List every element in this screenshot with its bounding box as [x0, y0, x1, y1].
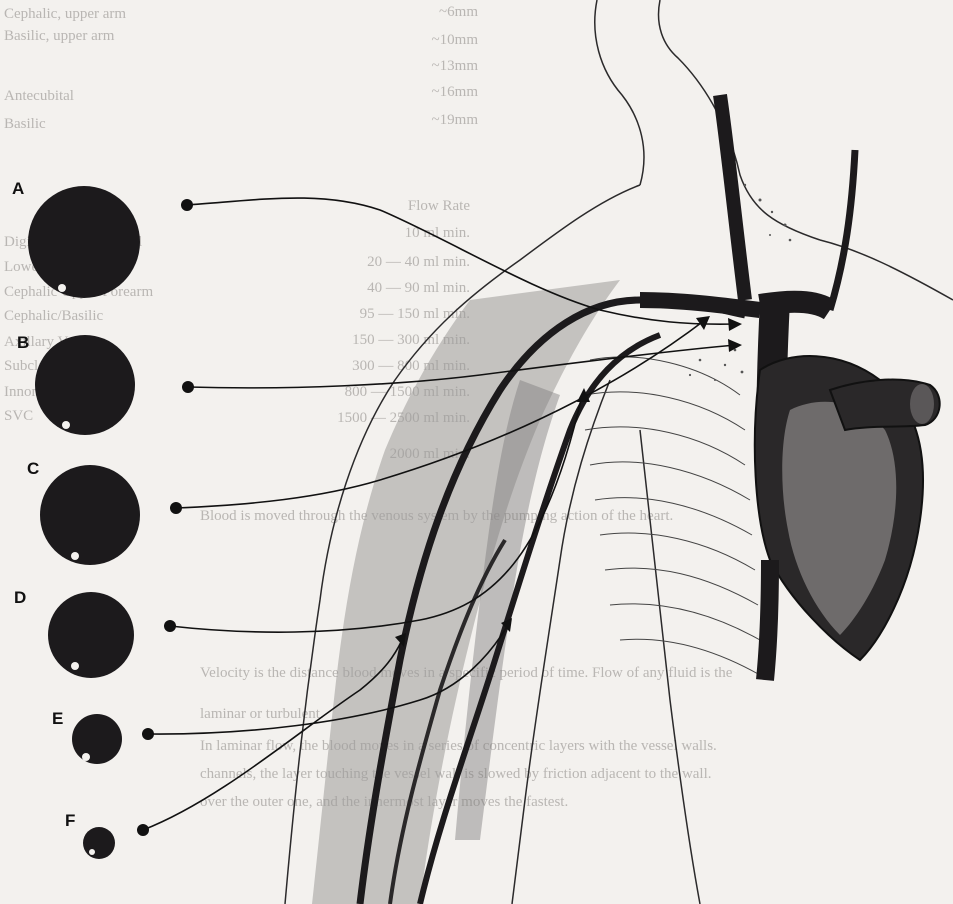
bg-paragraph: Velocity is the distance blood moves in … [200, 665, 733, 681]
bg-row-label: SVC [4, 408, 33, 424]
vessel-a: A [12, 179, 140, 298]
bg-flow-rate: 95 — 150 ml min. [360, 306, 470, 322]
vessel-circle-d [48, 592, 134, 678]
leader-dot-f [137, 824, 149, 836]
vessel-highlight-b [62, 421, 70, 429]
leader-dot-d [164, 620, 176, 632]
bg-flow-rate: 10 ml min. [405, 225, 470, 241]
vessel-label-e: E [52, 709, 63, 728]
bg-row-label: Cephalic, upper arm [4, 6, 126, 22]
neck-outline [595, 0, 820, 240]
vessel-highlight-e [82, 753, 90, 761]
vessel-cross-sections: A B C D E F [12, 179, 140, 859]
bg-paragraph: In laminar flow, the blood moves in a se… [200, 738, 717, 754]
vessel-d: D [14, 588, 134, 678]
vessel-circle-a [28, 186, 140, 298]
subclavian-vein [640, 300, 760, 310]
vessel-label-a: A [12, 179, 24, 198]
vessel-label-c: C [27, 459, 39, 478]
bg-diameter: ~13mm [432, 58, 479, 74]
bg-row-label: Basilic [4, 116, 46, 132]
vessel-label-d: D [14, 588, 26, 607]
bg-diameter: ~10mm [432, 32, 479, 48]
leader-dot-a [181, 199, 193, 211]
bg-diameter: ~6mm [439, 4, 478, 20]
vessel-highlight-c [71, 552, 79, 560]
vessel-e: E [52, 709, 122, 764]
jugular-vein [720, 95, 745, 300]
bg-diameter: ~19mm [432, 112, 479, 128]
bg-row-label: Cephalic/Basilic [4, 308, 103, 324]
bg-row-label: Antecubital [4, 88, 74, 104]
bg-row-label: Basilic, upper arm [4, 28, 115, 44]
vessel-c: C [27, 459, 140, 565]
bg-diameter: ~16mm [432, 84, 479, 100]
bg-flow-rate: Flow Rate [408, 198, 470, 214]
vessel-highlight-a [58, 284, 66, 292]
vessel-label-b: B [17, 333, 29, 352]
leader-dot-e [142, 728, 154, 740]
bg-flow-rate: 20 — 40 ml min. [367, 254, 470, 270]
external-jugular [830, 150, 855, 310]
leader-dot-b [182, 381, 194, 393]
vessel-circle-f [83, 827, 115, 859]
vessel-label-f: F [65, 811, 75, 830]
inferior-vena-cava [765, 560, 770, 680]
arrowhead-a [728, 318, 742, 331]
vessel-highlight-f [89, 849, 95, 855]
bg-flow-rate: 40 — 90 ml min. [367, 280, 470, 296]
vessel-circle-c [40, 465, 140, 565]
aorta-opening [910, 384, 934, 424]
vessel-highlight-d [71, 662, 79, 670]
vessel-f: F [65, 811, 115, 859]
vessel-circle-b [35, 335, 135, 435]
vessel-circle-e [72, 714, 122, 764]
leader-dot-c [170, 502, 182, 514]
